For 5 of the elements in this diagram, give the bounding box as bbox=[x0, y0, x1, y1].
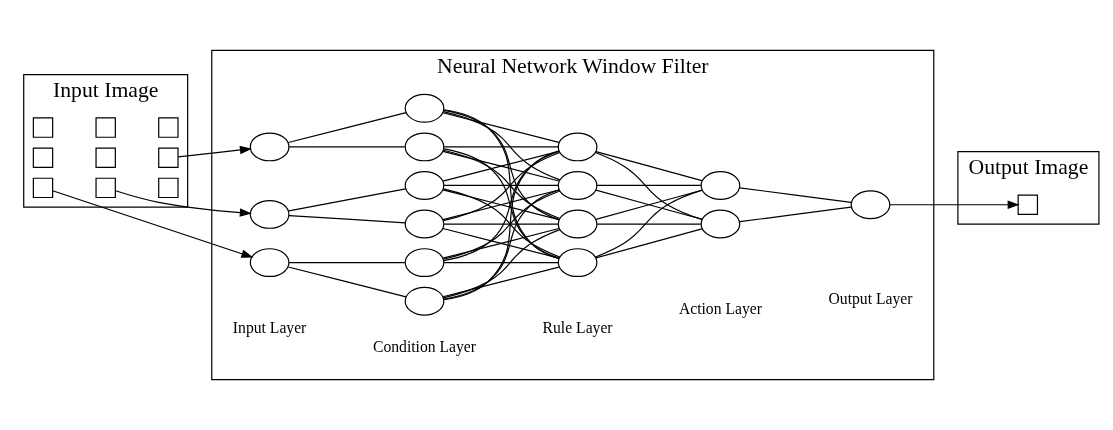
label: Output Layer bbox=[828, 290, 913, 308]
label: Condition Layer bbox=[372, 338, 477, 356]
label: Action Layer bbox=[678, 299, 762, 317]
label: Input Layer bbox=[232, 319, 307, 337]
label: Rule Layer bbox=[542, 319, 613, 337]
